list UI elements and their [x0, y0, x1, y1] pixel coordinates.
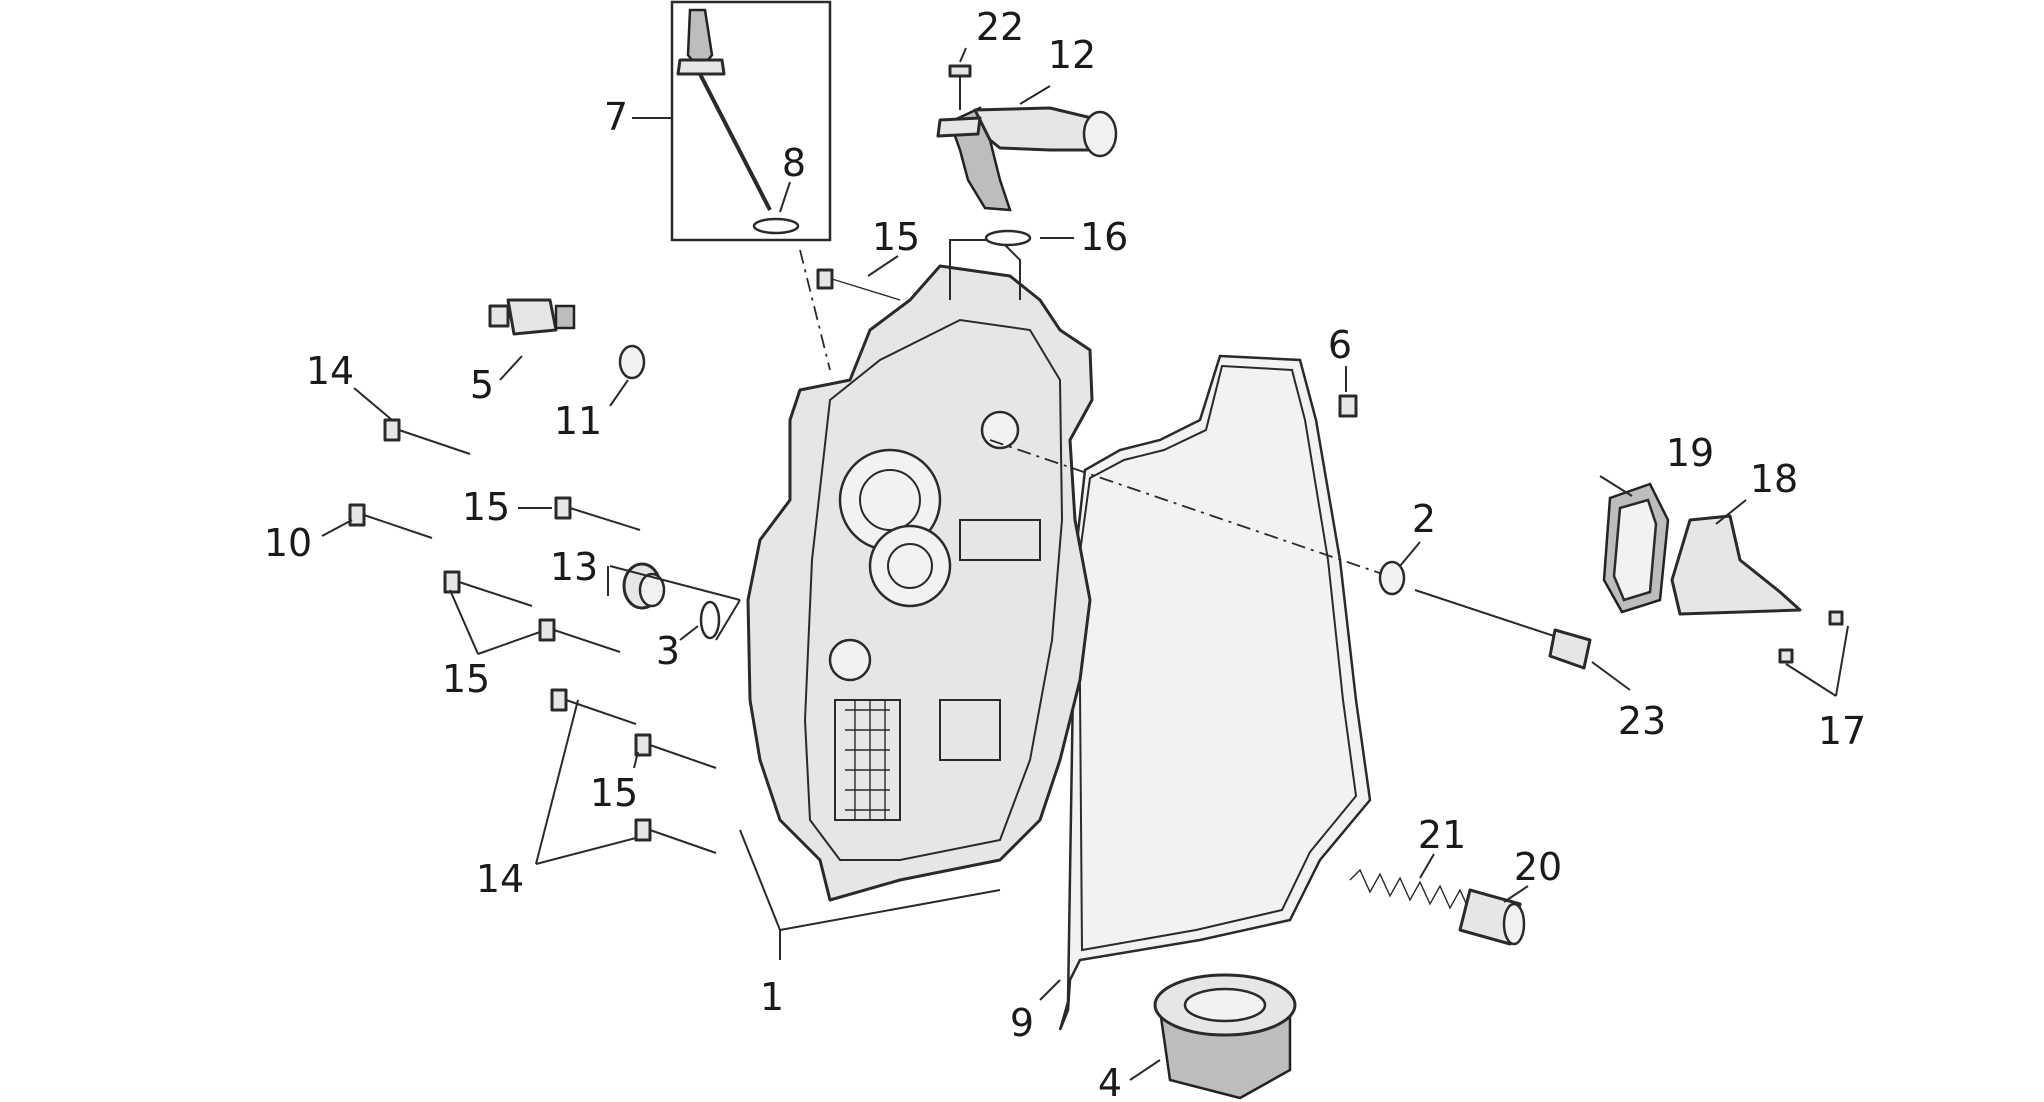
callout-11: 11 — [554, 399, 602, 443]
axis-shaft — [989, 439, 1401, 581]
shaft-23 — [1414, 589, 1592, 670]
cover-19 — [1602, 482, 1670, 614]
spring-21 — [1349, 868, 1471, 913]
callout-12: 12 — [1048, 33, 1096, 77]
callout-15-top: 15 — [872, 215, 920, 259]
callout-9: 9 — [1010, 1001, 1034, 1045]
callout-6: 6 — [1328, 323, 1352, 367]
washer-2 — [1378, 560, 1406, 596]
screw-22 — [948, 64, 972, 110]
callout-8: 8 — [782, 141, 806, 185]
sensor-5 — [488, 298, 576, 336]
callout-17: 17 — [1818, 709, 1866, 753]
callout-23: 23 — [1618, 699, 1666, 743]
callout-2: 2 — [1412, 497, 1436, 541]
o-ring-16 — [984, 229, 1032, 247]
callout-16: 16 — [1080, 215, 1128, 259]
callout-14-lower: 14 — [476, 857, 524, 901]
callout-19: 19 — [1666, 431, 1714, 475]
callout-22: 22 — [976, 5, 1024, 49]
callout-20: 20 — [1514, 845, 1562, 889]
callout-13: 13 — [550, 545, 598, 589]
callout-5: 5 — [470, 363, 494, 407]
bracket-13-3 — [607, 565, 741, 641]
gasket — [1058, 354, 1372, 1031]
elbow-pipe — [936, 106, 1118, 212]
o-ring-3 — [699, 600, 721, 640]
leader-lines — [321, 47, 1849, 1081]
callout-4: 4 — [1098, 1061, 1122, 1102]
axis-dipstick — [799, 249, 831, 371]
callout-18: 18 — [1750, 457, 1798, 501]
callout-7: 7 — [604, 95, 628, 139]
callout-15-pair: 15 — [442, 657, 490, 701]
dipstick-assembly — [670, 0, 832, 242]
callout-labels: 1 2 3 4 5 6 7 8 9 10 11 12 13 14 14 15 1… — [264, 5, 1866, 1102]
plug-6 — [1338, 394, 1358, 418]
callout-10: 10 — [264, 521, 312, 565]
callout-15-mid: 15 — [462, 485, 510, 529]
plug-13 — [622, 562, 666, 610]
callout-1: 1 — [760, 975, 784, 1019]
bracket-18 — [1670, 514, 1802, 616]
callout-21: 21 — [1418, 813, 1466, 857]
callout-15-lower: 15 — [590, 771, 638, 815]
piston-20 — [1458, 888, 1526, 946]
callout-14-upper: 14 — [306, 349, 354, 393]
crankcase-cover — [746, 239, 1094, 902]
callout-3: 3 — [656, 629, 680, 673]
screws-17 — [1778, 610, 1844, 664]
washer-11 — [618, 344, 646, 380]
oil-filter-4 — [1153, 973, 1297, 1100]
